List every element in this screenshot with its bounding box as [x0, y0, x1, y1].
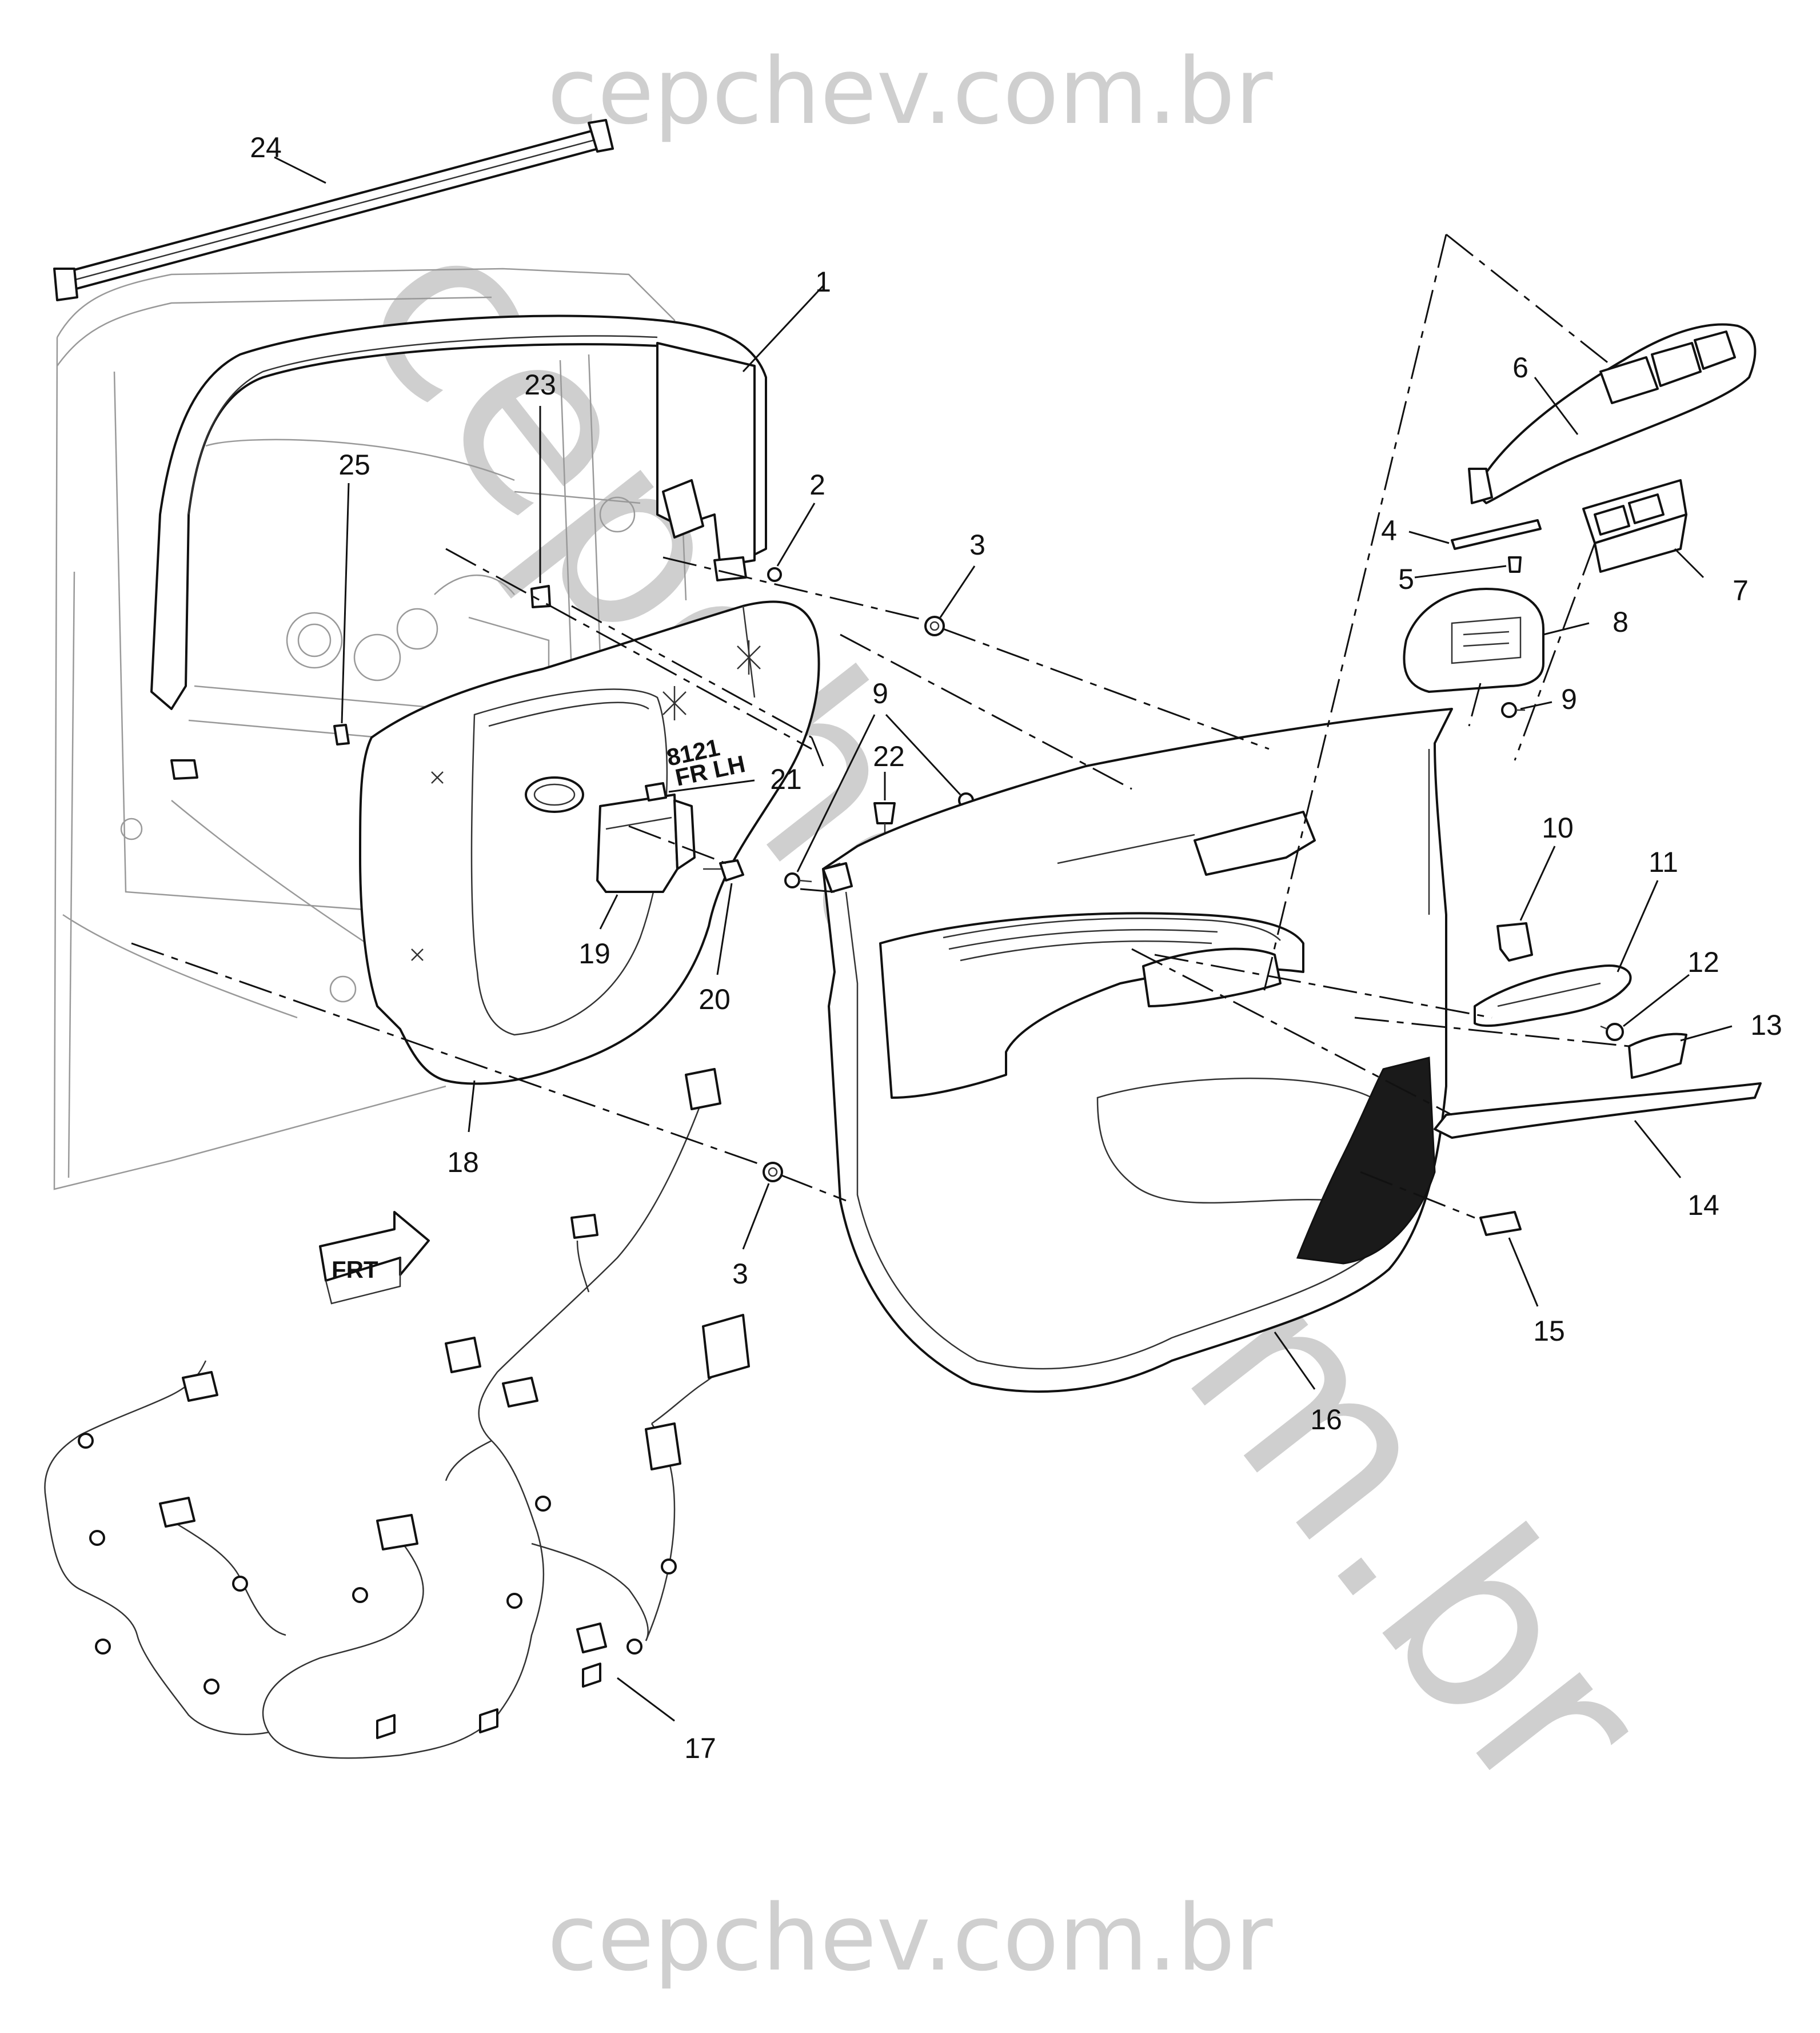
- callout-6: 6: [1512, 352, 1579, 435]
- callout-2: 2: [776, 469, 825, 567]
- callout-25: 25: [338, 449, 370, 724]
- callout-3-lower: 3: [732, 1183, 770, 1290]
- callout-23: 23: [524, 369, 556, 583]
- svg-text:8: 8: [1613, 606, 1629, 638]
- svg-text:13: 13: [1750, 1009, 1782, 1041]
- handle-clip: [1496, 922, 1533, 962]
- callouts: 1 2 3 3 4 5 6 7 8 9 9 10 11 12 13: [250, 131, 1782, 1764]
- svg-text:23: 23: [524, 369, 556, 401]
- speaker-grille: [1296, 1057, 1436, 1265]
- door-handle-bracket: [596, 794, 696, 893]
- callout-14: 14: [1634, 1120, 1719, 1221]
- trim-plug: [1479, 1211, 1522, 1236]
- callout-11: 11: [1617, 846, 1678, 972]
- water-deflector: 8121 FR LH: [359, 600, 820, 1085]
- callout-10: 10: [1519, 812, 1574, 921]
- callout-19: 19: [578, 894, 618, 970]
- watermark-bottom: cepchev.com.br: [548, 1884, 1273, 1991]
- inside-handle-housing: [1403, 588, 1544, 693]
- svg-text:22: 22: [873, 740, 905, 772]
- svg-text:9: 9: [1561, 683, 1577, 715]
- callout-9-left: 9: [796, 677, 961, 872]
- callout-20: 20: [699, 883, 733, 1015]
- retainer-3-lower: [763, 1162, 783, 1182]
- svg-text:17: 17: [684, 1732, 716, 1764]
- alignment-lines: [131, 233, 1630, 1219]
- callout-13: 13: [1680, 1009, 1782, 1042]
- callout-15: 15: [1508, 1237, 1565, 1347]
- fastener-21: [645, 782, 667, 802]
- svg-text:9: 9: [872, 677, 888, 709]
- callout-24: 24: [250, 131, 326, 184]
- svg-text:25: 25: [338, 449, 370, 481]
- callout-5: 5: [1398, 563, 1507, 595]
- svg-text:11: 11: [1649, 846, 1678, 878]
- callout-12: 12: [1623, 946, 1719, 1027]
- svg-text:3: 3: [969, 529, 985, 561]
- svg-text:18: 18: [447, 1146, 479, 1178]
- svg-text:7: 7: [1733, 575, 1749, 607]
- svg-text:6: 6: [1512, 352, 1528, 384]
- callout-7: 7: [1674, 548, 1749, 607]
- svg-text:12: 12: [1687, 946, 1719, 978]
- svg-text:14: 14: [1687, 1189, 1719, 1221]
- door-window-frame-seal: [150, 314, 767, 780]
- handle-cover: [1628, 1033, 1687, 1079]
- watermark-top: cepchev.com.br: [548, 38, 1273, 145]
- trim-applique: [1434, 1082, 1762, 1139]
- screw-9-right: [1501, 702, 1525, 718]
- door-wiring-harness: [44, 1068, 750, 1759]
- retainer-3-upper: [924, 616, 945, 636]
- svg-text:24: 24: [250, 131, 282, 164]
- callout-3-upper: 3: [939, 529, 985, 618]
- door-trim-panel: [822, 708, 1453, 1393]
- svg-text:15: 15: [1533, 1315, 1565, 1347]
- callout-1: 1: [742, 266, 831, 373]
- svg-text:3: 3: [732, 1258, 748, 1290]
- callout-4: 4: [1381, 515, 1450, 547]
- svg-text:5: 5: [1398, 563, 1414, 595]
- callout-18: 18: [447, 1080, 479, 1178]
- callout-9-right: 9: [1520, 683, 1577, 715]
- screw-9-left: [784, 872, 812, 888]
- bolt-20: [703, 859, 744, 882]
- inside-handle: [1474, 964, 1632, 1027]
- callout-21: 21: [668, 763, 802, 795]
- window-switch-bezel: [1468, 323, 1757, 504]
- fastener-25: [333, 724, 350, 746]
- screw-12: [1600, 1023, 1624, 1041]
- front-direction-indicator: FRT: [319, 1211, 430, 1305]
- svg-text:20: 20: [699, 983, 731, 1015]
- svg-text:19: 19: [578, 938, 610, 970]
- front-arrow-icon: [319, 1211, 430, 1282]
- window-switch: [1582, 479, 1687, 573]
- frt-label: FRT: [332, 1256, 378, 1283]
- svg-text:4: 4: [1381, 515, 1397, 547]
- pushpin-2: [767, 567, 782, 582]
- svg-text:1: 1: [815, 266, 831, 298]
- window-belt-seal-strip: [53, 119, 614, 301]
- callout-17: 17: [617, 1677, 716, 1764]
- svg-text:2: 2: [809, 469, 825, 501]
- svg-text:10: 10: [1542, 812, 1574, 844]
- screw-5: [1508, 556, 1522, 573]
- svg-text:16: 16: [1310, 1404, 1342, 1436]
- callout-8: 8: [1543, 606, 1629, 638]
- callout-22: 22: [873, 740, 905, 800]
- svg-text:21: 21: [770, 763, 802, 795]
- callout-16: 16: [1274, 1332, 1342, 1436]
- bezel-seal: [1451, 519, 1542, 550]
